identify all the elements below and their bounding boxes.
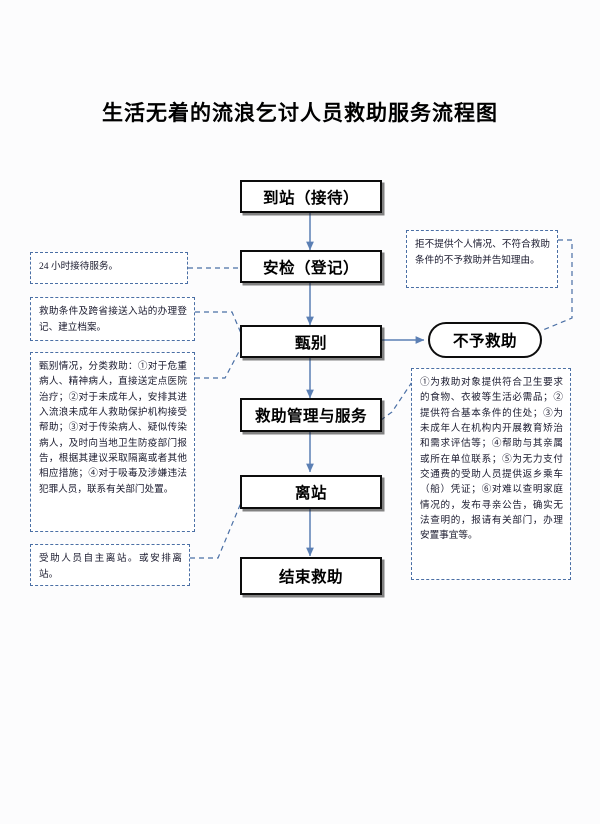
- note-departure: 受助人员自主离站。或安排离站。: [30, 544, 190, 586]
- flow-node-screening[interactable]: 甄别: [240, 325, 382, 358]
- flow-node-security[interactable]: 安检（登记）: [240, 250, 382, 283]
- flow-node-end[interactable]: 结束救助: [240, 557, 382, 595]
- flow-node-refuse[interactable]: 不予救助: [428, 322, 542, 358]
- leader-note-departure: [190, 497, 244, 559]
- leader-note-conditions: [195, 311, 244, 339]
- leader-note-services: [380, 381, 413, 421]
- note-aid-conditions: 救助条件及跨省接送入站的办理登记、建立档案。: [30, 297, 195, 341]
- flow-node-depart[interactable]: 离站: [240, 475, 382, 509]
- flow-node-arrive[interactable]: 到站（接待）: [240, 180, 382, 213]
- note-service-list: ①为救助对象提供符合卫生要求的食物、衣被等生活必需品；②提供符合基本条件的住处；…: [411, 368, 571, 580]
- note-screening-categories: 甄别情况，分类救助：①对于危重病人、精神病人，直接送定点医院治疗；②对于未成年人…: [30, 352, 195, 532]
- leader-note-screening: [195, 343, 244, 379]
- note-refusal-reason: 拒不提供个人情况、不符合救助条件的不予救助并告知理由。: [406, 230, 558, 288]
- flow-node-manage[interactable]: 救助管理与服务: [240, 398, 382, 432]
- note-24h-reception: 24 小时接待服务。: [30, 252, 188, 284]
- page-title: 生活无着的流浪乞讨人员救助服务流程图: [102, 101, 498, 125]
